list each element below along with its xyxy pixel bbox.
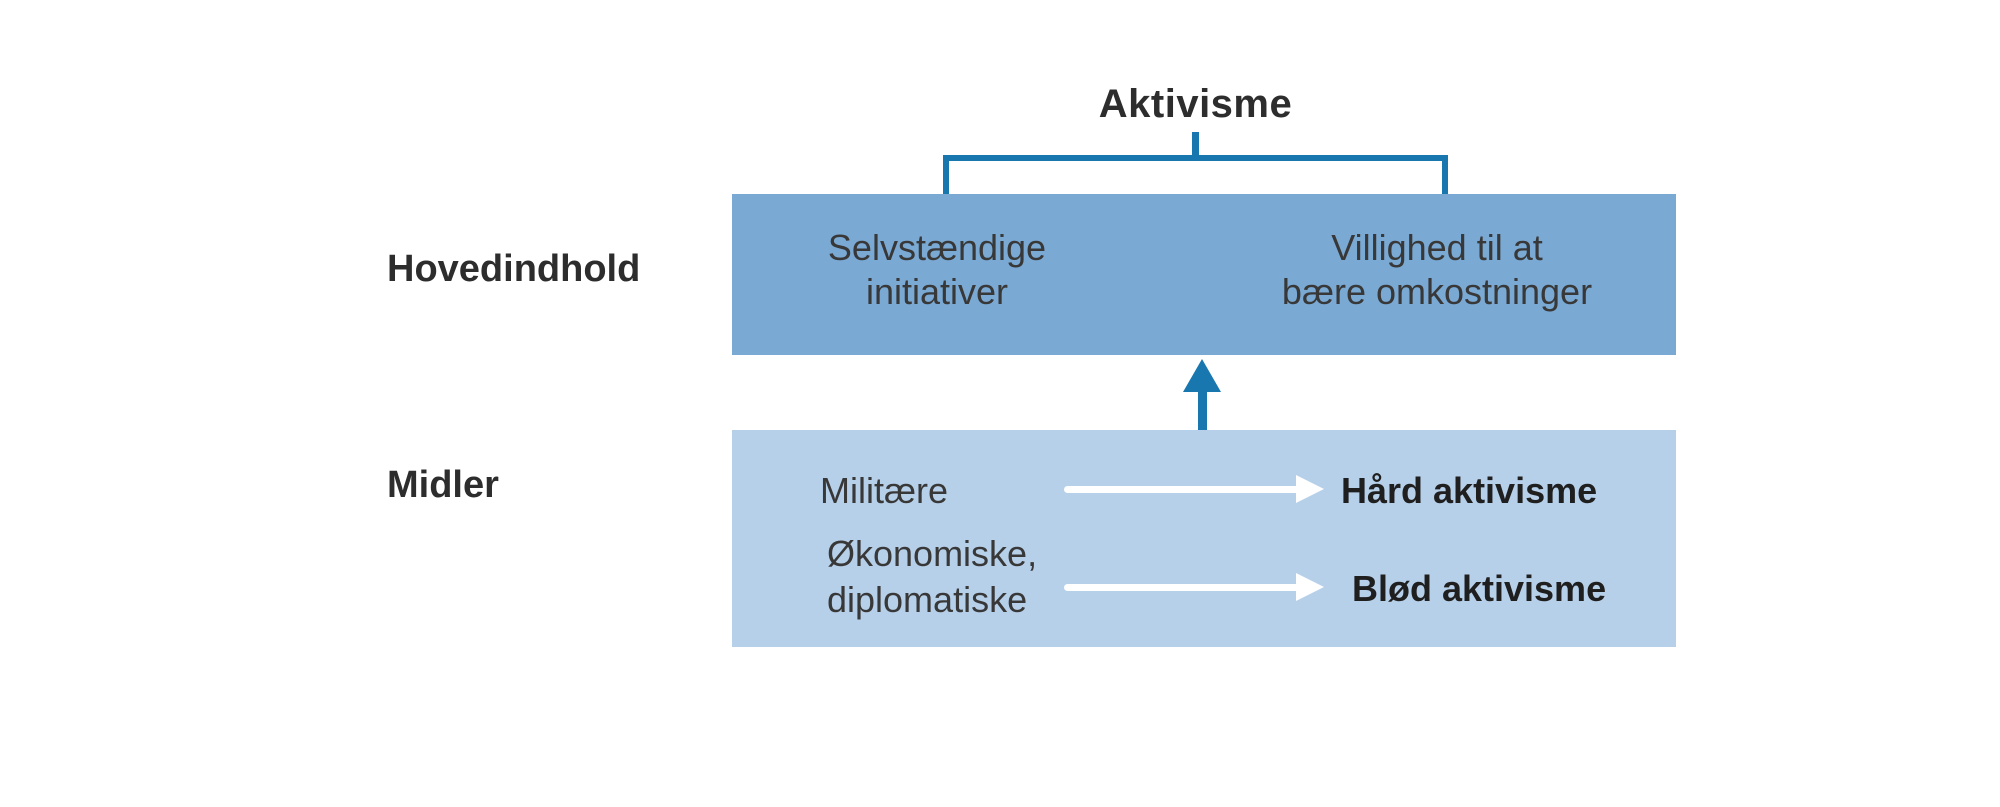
- up-arrow-stem: [1198, 390, 1207, 431]
- right-arrow-icon: [1064, 573, 1324, 601]
- right-arrow-stem: [1064, 486, 1300, 493]
- economic-diplomatic-means-label: Økonomiske, diplomatiske: [827, 531, 1037, 623]
- military-means-label: Militære: [820, 470, 949, 511]
- hard-activism-label: Hård aktivisme: [1341, 470, 1598, 511]
- row-label-hovedindhold: Hovedindhold: [387, 248, 641, 290]
- bracket-stem-line: [1192, 132, 1199, 156]
- soft-activism-label: Blød aktivisme: [1352, 568, 1607, 609]
- row-label-midler: Midler: [387, 464, 499, 506]
- up-arrow-head: [1183, 359, 1221, 392]
- right-arrow-head: [1296, 573, 1324, 601]
- means-box: Militære Hård aktivisme Økonomiske, dipl…: [732, 430, 1676, 647]
- independent-initiatives-line2: initiativer: [865, 271, 1009, 312]
- independent-initiatives-label: Selvstændige initiativer: [762, 226, 1112, 314]
- independent-initiatives-line1: Selvstændige: [827, 227, 1047, 268]
- right-arrow-head: [1296, 475, 1324, 503]
- right-arrow-stem: [1064, 584, 1300, 591]
- bracket-shape: [943, 155, 1448, 200]
- up-arrow-icon: [1183, 359, 1221, 431]
- willingness-costs-line1: Villighed til at: [1331, 227, 1543, 268]
- economic-means-line2: diplomatiske: [827, 579, 1028, 620]
- willingness-costs-label: Villighed til at bære omkostninger: [1212, 226, 1662, 314]
- willingness-costs-line2: bære omkostninger: [1281, 271, 1593, 312]
- economic-means-line1: Økonomiske,: [827, 533, 1038, 574]
- right-arrow-icon: [1064, 475, 1324, 503]
- main-content-box: Selvstændige initiativer Villighed til a…: [732, 194, 1676, 355]
- diagram-title: Aktivisme: [1098, 82, 1293, 126]
